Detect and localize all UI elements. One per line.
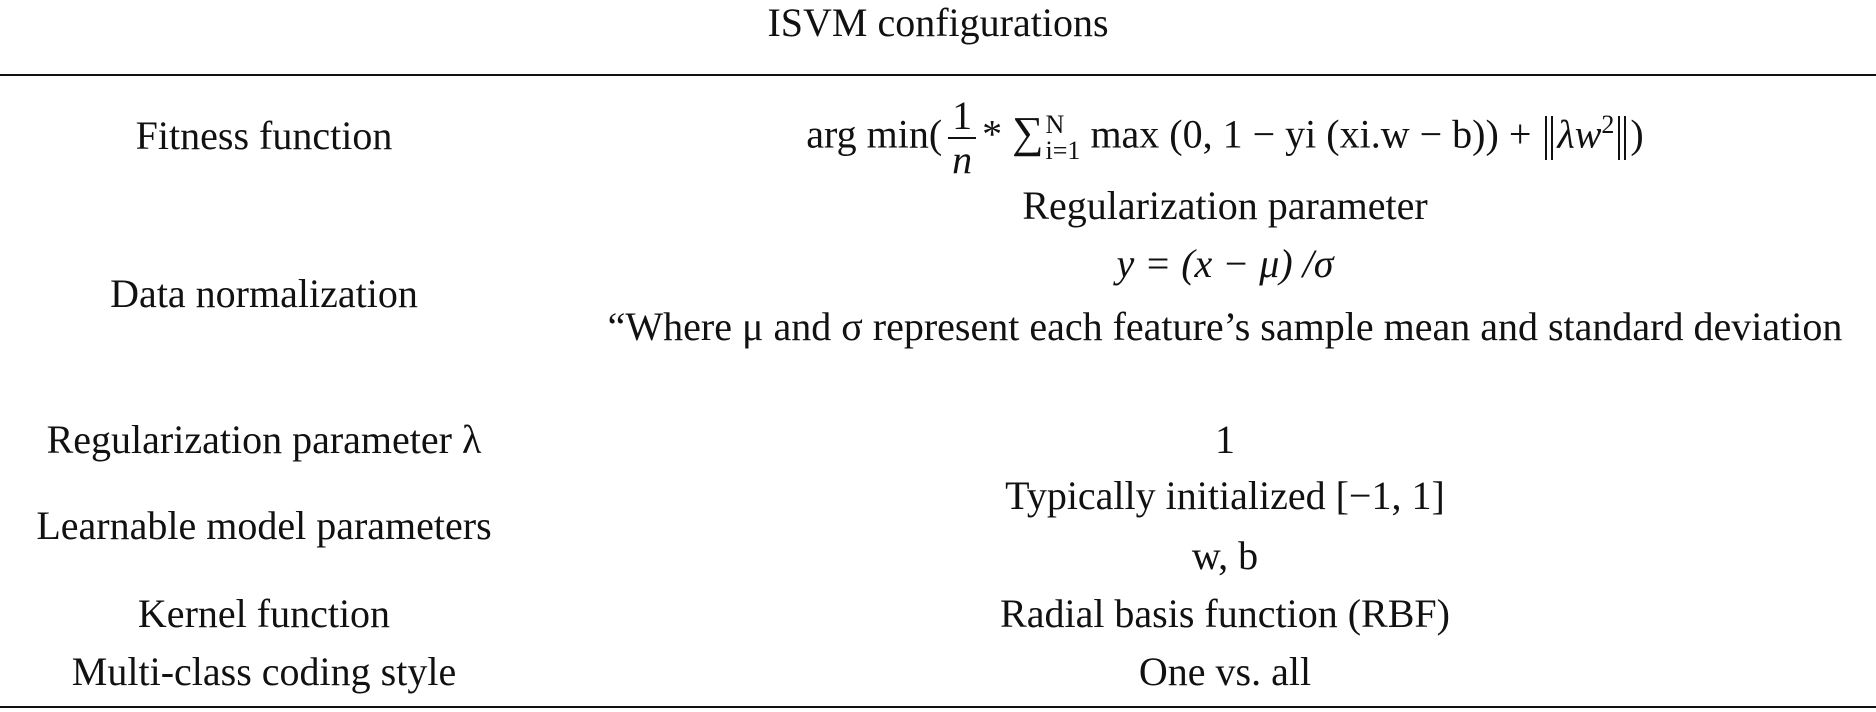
norm-left-bar-icon [1545,116,1554,161]
fraction-denominator: n [952,137,973,183]
formula-body: max (0, 1 − yi (xi.w − b)) + [1090,111,1542,157]
sum-upper-limit: N [1045,110,1065,140]
fraction-numerator: 1 [948,95,977,140]
norm-right-bar-icon [1618,116,1627,161]
row-label-regularization-parameter: Regularization parameter λ [46,417,482,462]
sum-lower-limit: i=1 [1045,136,1081,166]
row-label-data-normalization: Data normalization [110,271,418,316]
regularization-parameter-caption: Regularization parameter [1022,183,1428,228]
sum-symbol-icon: ∑ [1012,108,1044,158]
norm-exponent: 2 [1601,110,1615,139]
coding-style-value: One vs. all [1138,649,1312,694]
formula-suffix: ) [1630,111,1644,157]
kernel-function-value: Radial basis function (RBF) [1000,591,1450,636]
row-label-fitness-function: Fitness function [135,113,393,158]
formula-star: * [982,111,1003,157]
normalization-formula: y = (x − μ) /σ [1116,241,1334,286]
learnable-parameters-init: Typically initialized [−1, 1] [1005,473,1445,518]
table-title: ISVM configurations [767,0,1109,45]
normalization-description: “Where μ and σ represent each feature’s … [607,304,1843,349]
row-label-kernel-function: Kernel function [137,591,391,636]
row-label-coding-style: Multi-class coding style [71,649,457,694]
top-rule [0,74,1876,76]
bottom-rule [0,706,1876,708]
regularization-value: 1 [1215,417,1235,462]
norm-inner: λw [1557,111,1602,157]
formula-prefix: arg min( [806,111,943,157]
row-label-learnable-parameters: Learnable model parameters [36,503,492,548]
learnable-parameters-list: w, b [1191,533,1259,578]
